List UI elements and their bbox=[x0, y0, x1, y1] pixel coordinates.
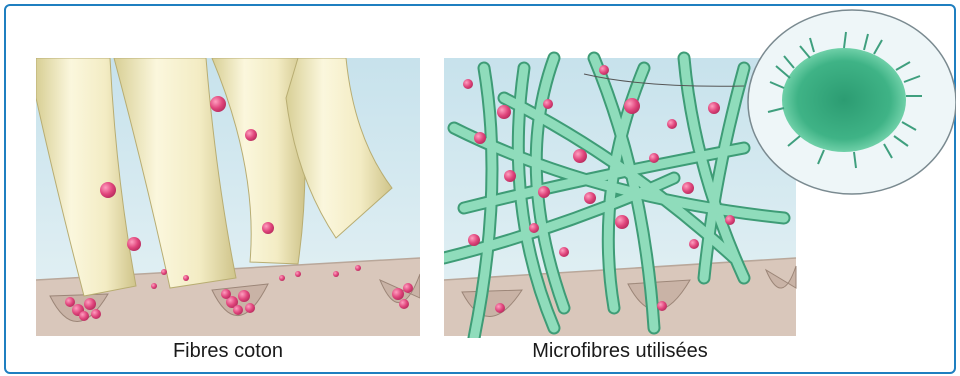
microfibres-illustration bbox=[444, 8, 956, 338]
cotton-fibres-illustration bbox=[36, 58, 420, 336]
figure-frame: Fibres coton Microfibres utilisées bbox=[4, 4, 956, 374]
caption-microfibres: Microfibres utilisées bbox=[446, 340, 794, 363]
caption-cotton-fibres: Fibres coton bbox=[36, 340, 420, 363]
magnified-microfibre-inset bbox=[748, 10, 956, 194]
